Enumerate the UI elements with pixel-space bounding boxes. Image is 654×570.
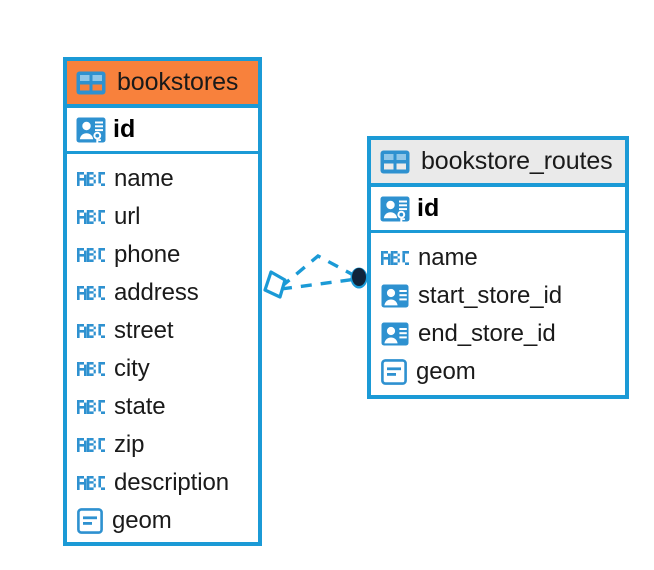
field-row[interactable]: start_store_id xyxy=(371,277,625,315)
field-row[interactable]: geom xyxy=(67,502,258,540)
field-label: description xyxy=(114,469,229,496)
foreign-key-icon xyxy=(381,321,409,347)
field-row[interactable]: url xyxy=(67,198,258,236)
entity-header-bookstores: bookstores xyxy=(67,61,258,108)
field-row-primary-key[interactable]: id xyxy=(67,108,258,154)
field-label: address xyxy=(114,279,199,306)
field-row[interactable]: zip xyxy=(67,426,258,464)
field-row[interactable]: end_store_id xyxy=(371,315,625,353)
field-row[interactable]: geom xyxy=(371,353,625,391)
field-row[interactable]: name xyxy=(371,239,625,277)
field-row[interactable]: phone xyxy=(67,236,258,274)
primary-key-icon xyxy=(76,115,106,145)
field-row[interactable]: city xyxy=(67,350,258,388)
abc-text-icon xyxy=(77,322,105,340)
field-row[interactable]: street xyxy=(67,312,258,350)
entity-title: bookstores xyxy=(117,68,239,96)
foreign-key-icon xyxy=(381,283,409,309)
abc-text-icon xyxy=(77,246,105,264)
field-label: state xyxy=(114,393,166,420)
field-row-primary-key[interactable]: id xyxy=(371,187,625,233)
field-label: zip xyxy=(114,431,145,458)
relationship-line-lower xyxy=(280,277,358,291)
filled-circle-marker xyxy=(352,268,366,286)
abc-text-icon xyxy=(381,249,409,267)
abc-text-icon xyxy=(77,474,105,492)
field-label: id xyxy=(113,115,136,143)
field-row[interactable]: address xyxy=(67,274,258,312)
field-list-bookstores: name u xyxy=(67,154,258,547)
entity-title: bookstore_routes xyxy=(421,147,613,175)
field-label: phone xyxy=(114,241,181,268)
geometry-icon xyxy=(381,359,407,385)
relationship-line-upper xyxy=(279,253,358,289)
field-label: name xyxy=(114,165,174,192)
diamond-marker xyxy=(263,270,287,299)
abc-text-icon xyxy=(77,436,105,454)
field-row[interactable]: state xyxy=(67,388,258,426)
field-label: start_store_id xyxy=(418,282,563,309)
field-label: street xyxy=(114,317,174,344)
field-label: name xyxy=(418,244,478,271)
field-row[interactable]: description xyxy=(67,464,258,502)
table-icon xyxy=(76,71,106,95)
field-row[interactable]: name xyxy=(67,160,258,198)
field-label: id xyxy=(417,194,440,222)
field-label: geom xyxy=(112,507,172,534)
abc-text-icon xyxy=(77,360,105,378)
primary-key-icon xyxy=(380,194,410,224)
field-label: end_store_id xyxy=(418,320,556,347)
abc-text-icon xyxy=(77,284,105,302)
field-list-bookstore-routes: name start_store_id xyxy=(371,233,625,398)
field-label: url xyxy=(114,203,141,230)
entity-bookstore-routes[interactable]: bookstore_routes id xyxy=(367,136,629,399)
field-label: city xyxy=(114,355,150,382)
field-label: geom xyxy=(416,358,476,385)
filled-circle-marker-ring xyxy=(350,267,368,289)
abc-text-icon xyxy=(77,398,105,416)
abc-text-icon xyxy=(77,170,105,188)
entity-bookstores[interactable]: bookstores id xyxy=(63,57,262,546)
table-icon xyxy=(380,150,410,174)
geometry-icon xyxy=(77,508,103,534)
abc-text-icon xyxy=(77,208,105,226)
entity-header-bookstore-routes: bookstore_routes xyxy=(371,140,625,187)
